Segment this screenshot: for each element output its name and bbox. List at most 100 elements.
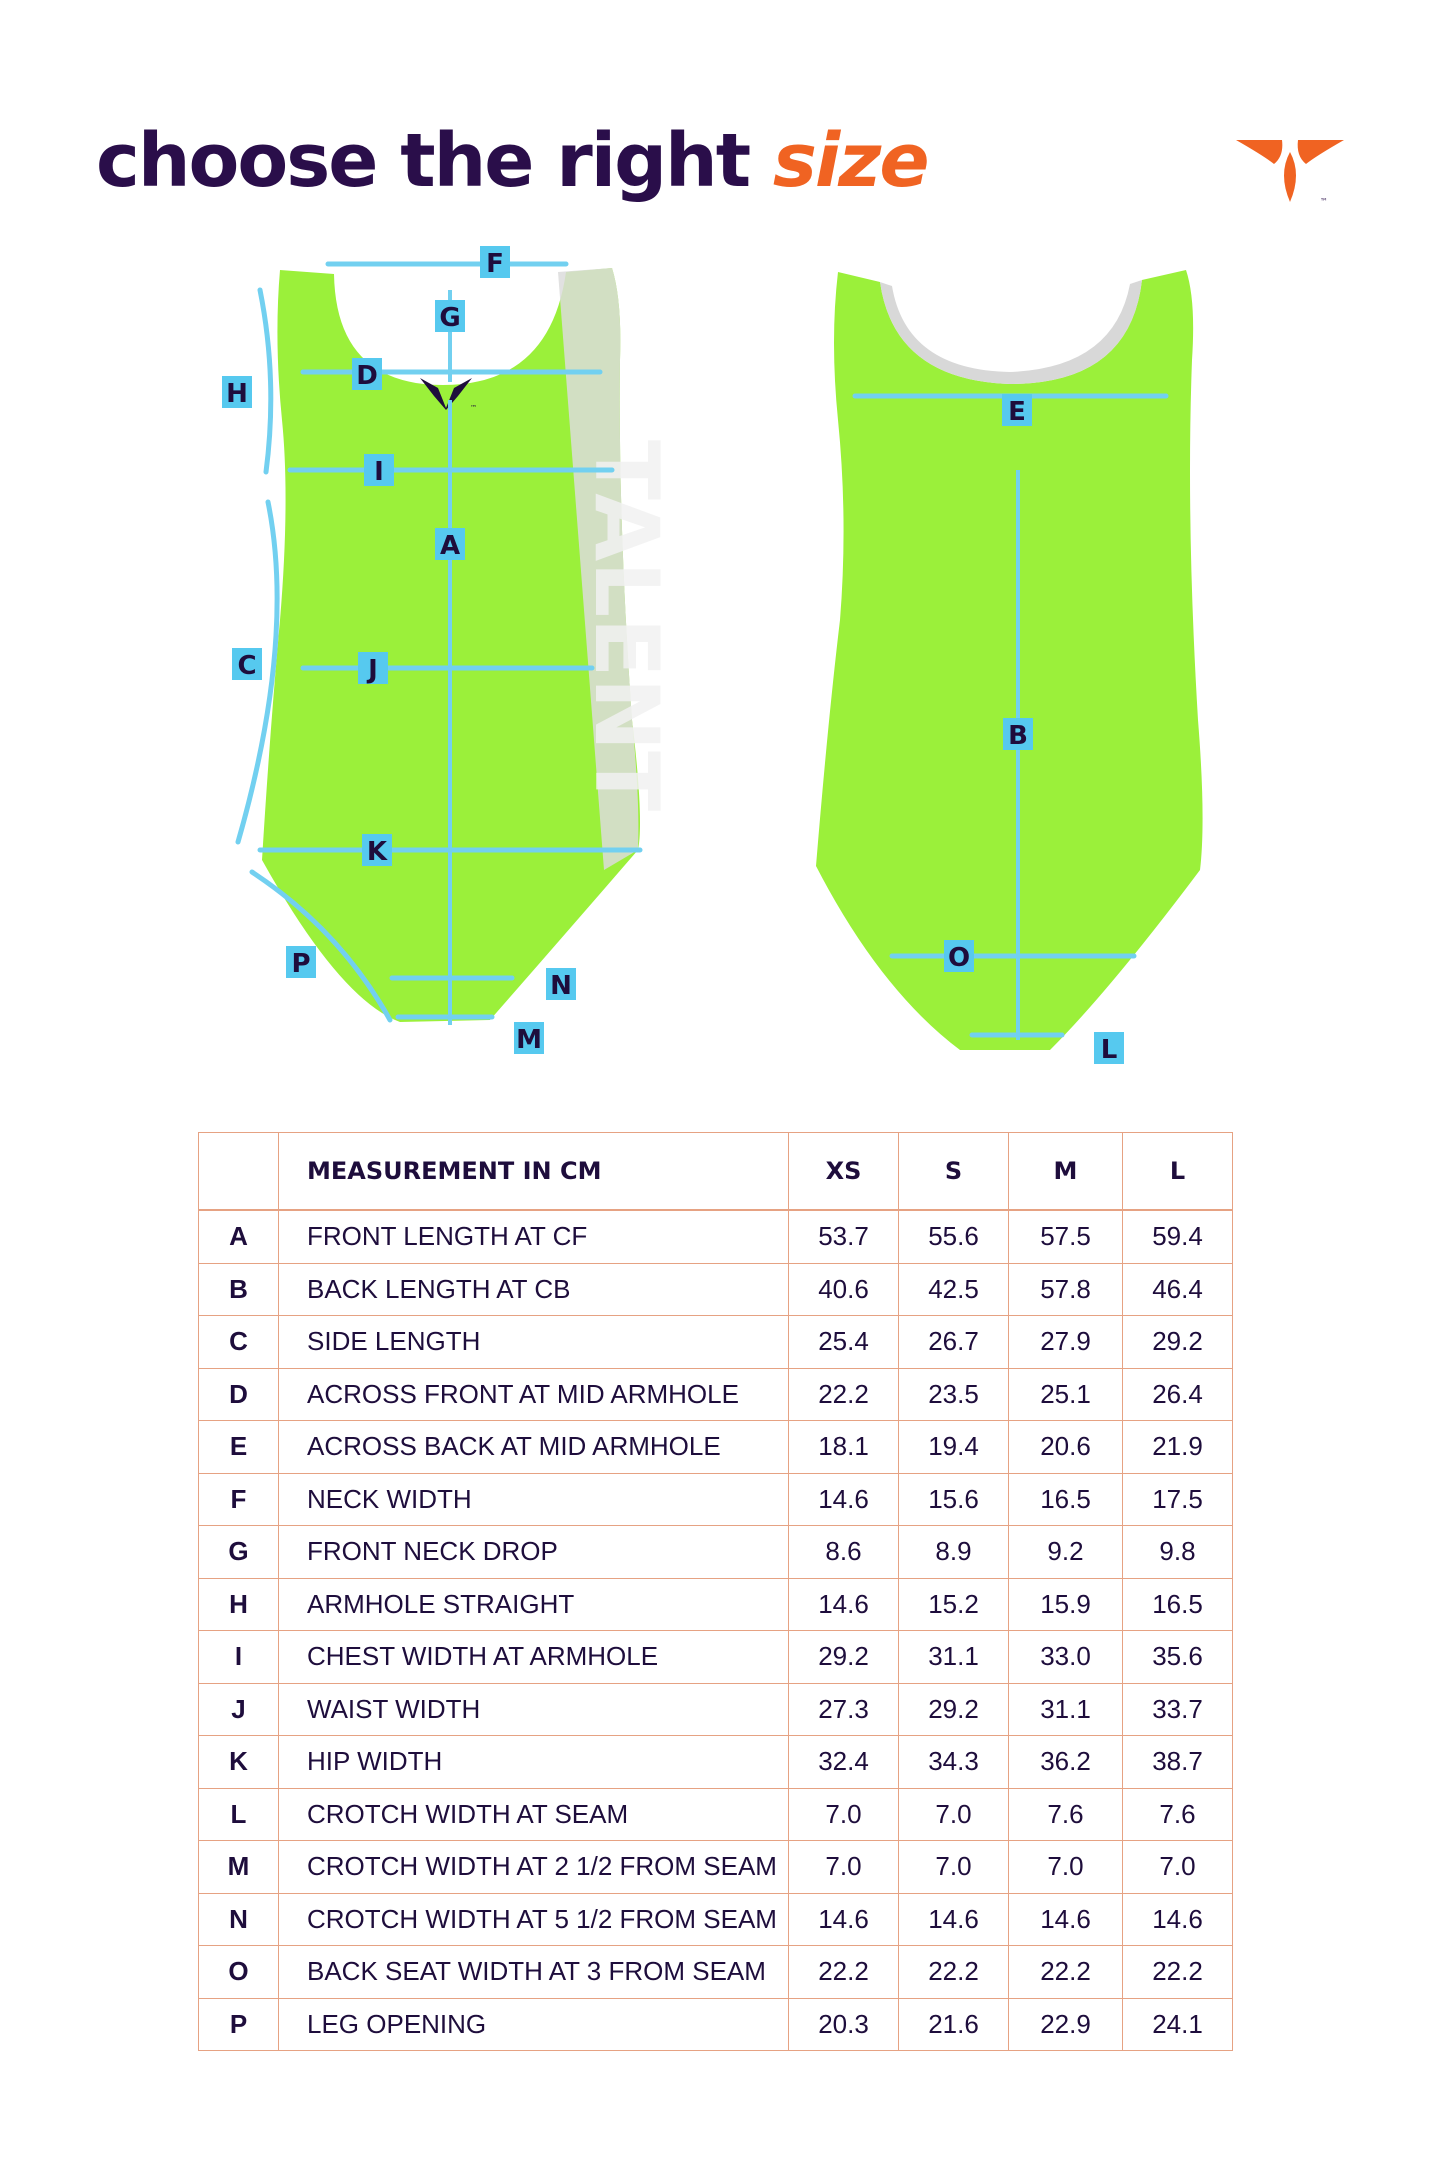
row-value-s: 42.5 [898,1262,1009,1316]
row-value-xs: 27.3 [788,1682,899,1736]
row-value-l: 46.4 [1122,1262,1233,1316]
header-measurement: MEASUREMENT IN CM [278,1132,789,1211]
row-value-xs: 40.6 [788,1262,899,1316]
row-code: O [198,1945,279,1999]
label-b: B [1003,718,1033,751]
garment-diagrams: TALENT ™ F G D H I A C J K P N M E B O L [222,246,1203,1065]
row-value-l: 26.4 [1122,1367,1233,1421]
row-value-s: 23.5 [898,1367,1009,1421]
row-value-l: 7.6 [1122,1787,1233,1841]
label-d: D [352,358,382,391]
row-value-s: 29.2 [898,1682,1009,1736]
svg-text:C: C [237,651,256,681]
row-value-l: 17.5 [1122,1472,1233,1526]
row-value-xs: 14.6 [788,1472,899,1526]
header-code-cell [198,1132,279,1211]
svg-text:O: O [948,943,970,973]
front-print-text: TALENT [575,440,678,811]
label-i: I [364,454,394,487]
label-j: J [358,652,388,685]
row-value-m: 20.6 [1008,1420,1123,1474]
label-a: A [435,528,465,561]
row-value-s: 55.6 [898,1209,1009,1264]
row-value-l: 38.7 [1122,1735,1233,1789]
label-n: N [546,968,576,1001]
row-value-l: 7.0 [1122,1840,1233,1894]
row-value-m: 57.5 [1008,1209,1123,1264]
row-value-xs: 7.0 [788,1787,899,1841]
svg-text:G: G [439,303,460,333]
row-value-m: 15.9 [1008,1577,1123,1631]
header-size-l: L [1122,1132,1233,1211]
row-code: M [198,1840,279,1894]
svg-text:I: I [374,457,384,487]
row-code: F [198,1472,279,1526]
svg-text:M: M [516,1025,542,1055]
row-measurement-label: LEG OPENING [278,1997,789,2051]
row-value-s: 19.4 [898,1420,1009,1474]
row-value-m: 27.9 [1008,1315,1123,1369]
row-value-l: 29.2 [1122,1315,1233,1369]
label-m: M [514,1022,544,1055]
row-code: K [198,1735,279,1789]
label-p: P [286,946,316,979]
row-measurement-label: CROTCH WIDTH AT SEAM [278,1787,789,1841]
row-value-l: 33.7 [1122,1682,1233,1736]
row-value-xs: 14.6 [788,1892,899,1946]
row-value-xs: 7.0 [788,1840,899,1894]
row-measurement-label: ARMHOLE STRAIGHT [278,1577,789,1631]
row-measurement-label: SIDE LENGTH [278,1315,789,1369]
row-value-m: 22.2 [1008,1945,1123,1999]
row-measurement-label: HIP WIDTH [278,1735,789,1789]
row-measurement-label: BACK SEAT WIDTH AT 3 FROM SEAM [278,1945,789,1999]
row-value-xs: 32.4 [788,1735,899,1789]
row-value-s: 15.2 [898,1577,1009,1631]
svg-text:A: A [440,531,460,561]
svg-text:D: D [356,361,378,391]
page-title: choose the right size [96,118,930,204]
row-value-m: 9.2 [1008,1525,1123,1579]
front-garment: TALENT ™ [235,261,678,1025]
svg-text:L: L [1101,1035,1118,1065]
row-code: H [198,1577,279,1631]
row-value-l: 14.6 [1122,1892,1233,1946]
label-f: F [480,246,510,279]
row-measurement-label: CROTCH WIDTH AT 2 1/2 FROM SEAM [278,1840,789,1894]
row-measurement-label: FRONT LENGTH AT CF [278,1209,789,1264]
row-measurement-label: ACROSS BACK AT MID ARMHOLE [278,1420,789,1474]
row-code: A [198,1209,279,1264]
row-value-xs: 53.7 [788,1209,899,1264]
row-value-s: 7.0 [898,1840,1009,1894]
row-value-m: 33.0 [1008,1630,1123,1684]
row-value-s: 7.0 [898,1787,1009,1841]
row-value-m: 25.1 [1008,1367,1123,1421]
label-h: H [222,376,252,409]
row-measurement-label: CROTCH WIDTH AT 5 1/2 FROM SEAM [278,1892,789,1946]
row-code: G [198,1525,279,1579]
row-value-l: 22.2 [1122,1945,1233,1999]
row-code: N [198,1892,279,1946]
row-value-m: 36.2 [1008,1735,1123,1789]
row-value-xs: 14.6 [788,1577,899,1631]
row-value-l: 59.4 [1122,1209,1233,1264]
row-measurement-label: CHEST WIDTH AT ARMHOLE [278,1630,789,1684]
svg-text:F: F [486,249,504,279]
title-main: choose the right [96,118,751,204]
title-accent: size [772,118,930,204]
row-code: B [198,1262,279,1316]
svg-text:P: P [291,949,310,979]
svg-text:B: B [1008,721,1028,751]
